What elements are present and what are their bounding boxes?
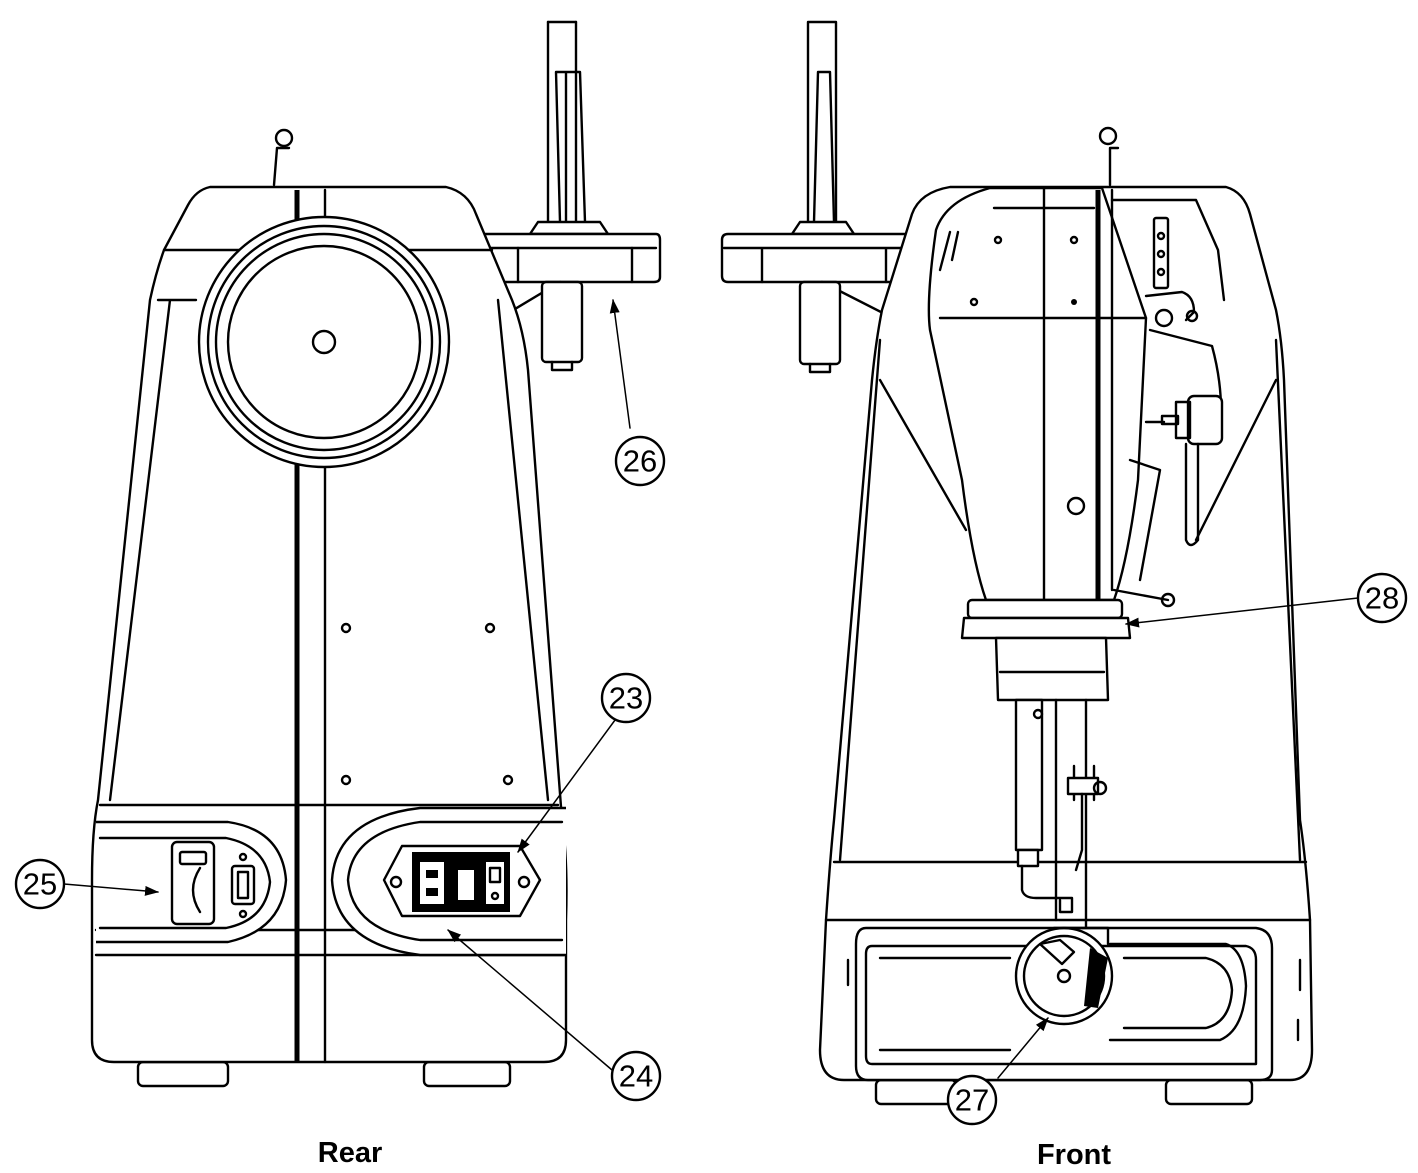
rear-view-label: Rear [318,1137,383,1169]
needle-bar [1014,698,1108,982]
front-foot-left [874,1078,958,1106]
rear-spool-holder [476,20,662,372]
rear-thread-guide [272,146,291,187]
front-spool-holder [720,20,938,374]
callout-23: 23 [600,672,652,724]
callout-25: 25 [14,858,66,910]
front-view [720,20,1359,1106]
svg-text:25: 25 [23,867,57,902]
svg-text:24: 24 [619,1059,653,1094]
bobbin-area [854,926,1274,1082]
callout-27: 27 [946,1074,998,1126]
callout-24: 24 [610,1050,662,1102]
rear-port-recess [96,820,288,944]
svg-text:26: 26 [623,444,657,479]
tension-mechanism [1110,198,1226,608]
needle-head [927,186,1148,602]
svg-text:23: 23 [609,681,643,716]
callout-28: 28 [1356,572,1408,624]
needle-bar-collar [960,598,1132,702]
svg-text:27: 27 [955,1083,989,1118]
svg-text:28: 28 [1365,581,1399,616]
rear-foot-right [422,1060,512,1088]
rear-view [63,20,662,1088]
callout-26: 26 [614,435,666,487]
usb-port [230,864,256,906]
handwheel [197,215,451,469]
rear-foot-left [136,1060,230,1088]
front-view-label: Front [1037,1139,1111,1171]
front-foot-right [1164,1078,1254,1106]
rear-power-recess [330,806,566,957]
